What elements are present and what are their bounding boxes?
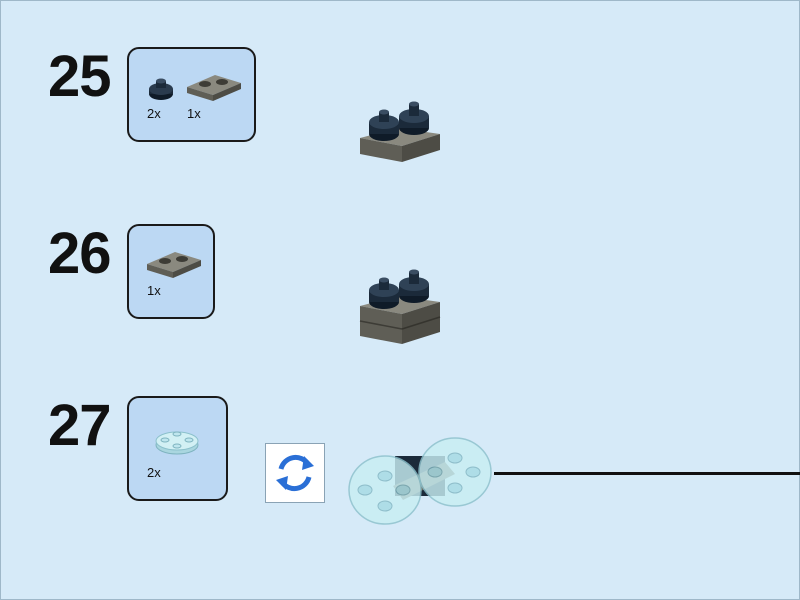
model-step-25 bbox=[360, 101, 440, 162]
round-plate-trans-clear-icon bbox=[155, 431, 199, 455]
plate-1x2-dark-gray-icon bbox=[187, 75, 241, 101]
step-number-27: 27 bbox=[48, 393, 112, 458]
model-step-26 bbox=[359, 269, 441, 344]
round-tile-black-icon bbox=[149, 78, 173, 100]
model-step-27 bbox=[348, 437, 492, 525]
part-quantity: 2x bbox=[147, 465, 161, 480]
parts-callout-step-27: 2x bbox=[127, 396, 228, 501]
rotate-model-indicator bbox=[265, 443, 325, 503]
step-divider-line bbox=[494, 472, 800, 475]
part-quantity: 1x bbox=[187, 106, 201, 121]
parts-callout-step-26: 1x bbox=[127, 224, 215, 319]
part-quantity: 2x bbox=[147, 106, 161, 121]
plate-1x2-dark-gray-icon bbox=[147, 252, 201, 278]
rotate-model-icon bbox=[276, 454, 314, 492]
step-number-26: 26 bbox=[48, 221, 112, 286]
part-quantity: 1x bbox=[147, 283, 161, 298]
step-number-25: 25 bbox=[48, 44, 112, 109]
parts-callout-step-25: 2x 1x bbox=[127, 47, 256, 142]
